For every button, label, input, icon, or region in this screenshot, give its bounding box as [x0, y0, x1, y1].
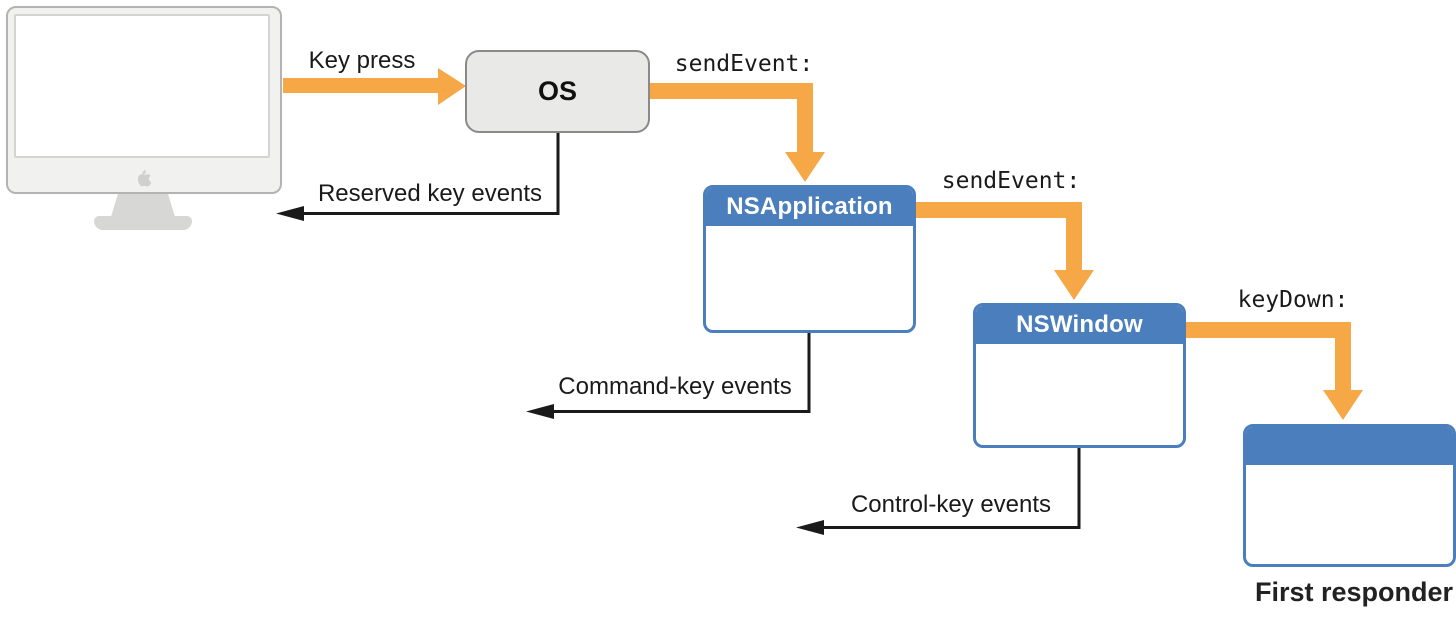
nsapplication-title: NSApplication — [726, 193, 893, 220]
display-stand-base — [94, 216, 192, 230]
send-event-arrow-nsapplication-to-nswindow — [916, 202, 1094, 300]
first-responder-node — [1243, 424, 1456, 567]
nswindow-title: NSWindow — [1016, 311, 1143, 338]
reserved-key-events-label: Reserved key events — [317, 180, 543, 207]
os-node-label: OS — [537, 76, 577, 106]
first-responder-caption: First responder — [1254, 577, 1454, 607]
key-press-arrow — [283, 68, 466, 105]
display-screen — [14, 14, 270, 158]
command-key-events-line — [552, 332, 811, 413]
nsapplication-header: NSApplication — [706, 188, 913, 226]
send-event-arrow-os-to-nsapplication — [650, 83, 825, 182]
key-down-arrow-nswindow-to-first-responder — [1186, 322, 1363, 420]
imac-display-icon — [6, 6, 282, 230]
key-press-label: Key press — [308, 47, 416, 74]
command-key-events-label: Command-key events — [558, 373, 792, 400]
display-stand-neck — [110, 194, 176, 220]
control-key-events-line — [822, 447, 1081, 529]
send-event-label-1: sendEvent: — [674, 51, 814, 77]
nswindow-header: NSWindow — [976, 306, 1183, 344]
control-key-events-arrowhead — [796, 520, 824, 535]
nswindow-node: NSWindow — [973, 303, 1186, 448]
reserved-key-events-arrowhead — [276, 206, 304, 221]
apple-logo-icon — [137, 170, 151, 187]
reserved-key-events-line — [302, 132, 560, 215]
key-down-label: keyDown: — [1237, 287, 1349, 313]
os-node: OS — [465, 50, 650, 133]
send-event-label-2: sendEvent: — [941, 168, 1081, 194]
control-key-events-label: Control-key events — [850, 491, 1052, 518]
first-responder-header — [1246, 427, 1453, 465]
command-key-events-arrowhead — [526, 404, 554, 419]
nsapplication-node: NSApplication — [703, 185, 916, 333]
